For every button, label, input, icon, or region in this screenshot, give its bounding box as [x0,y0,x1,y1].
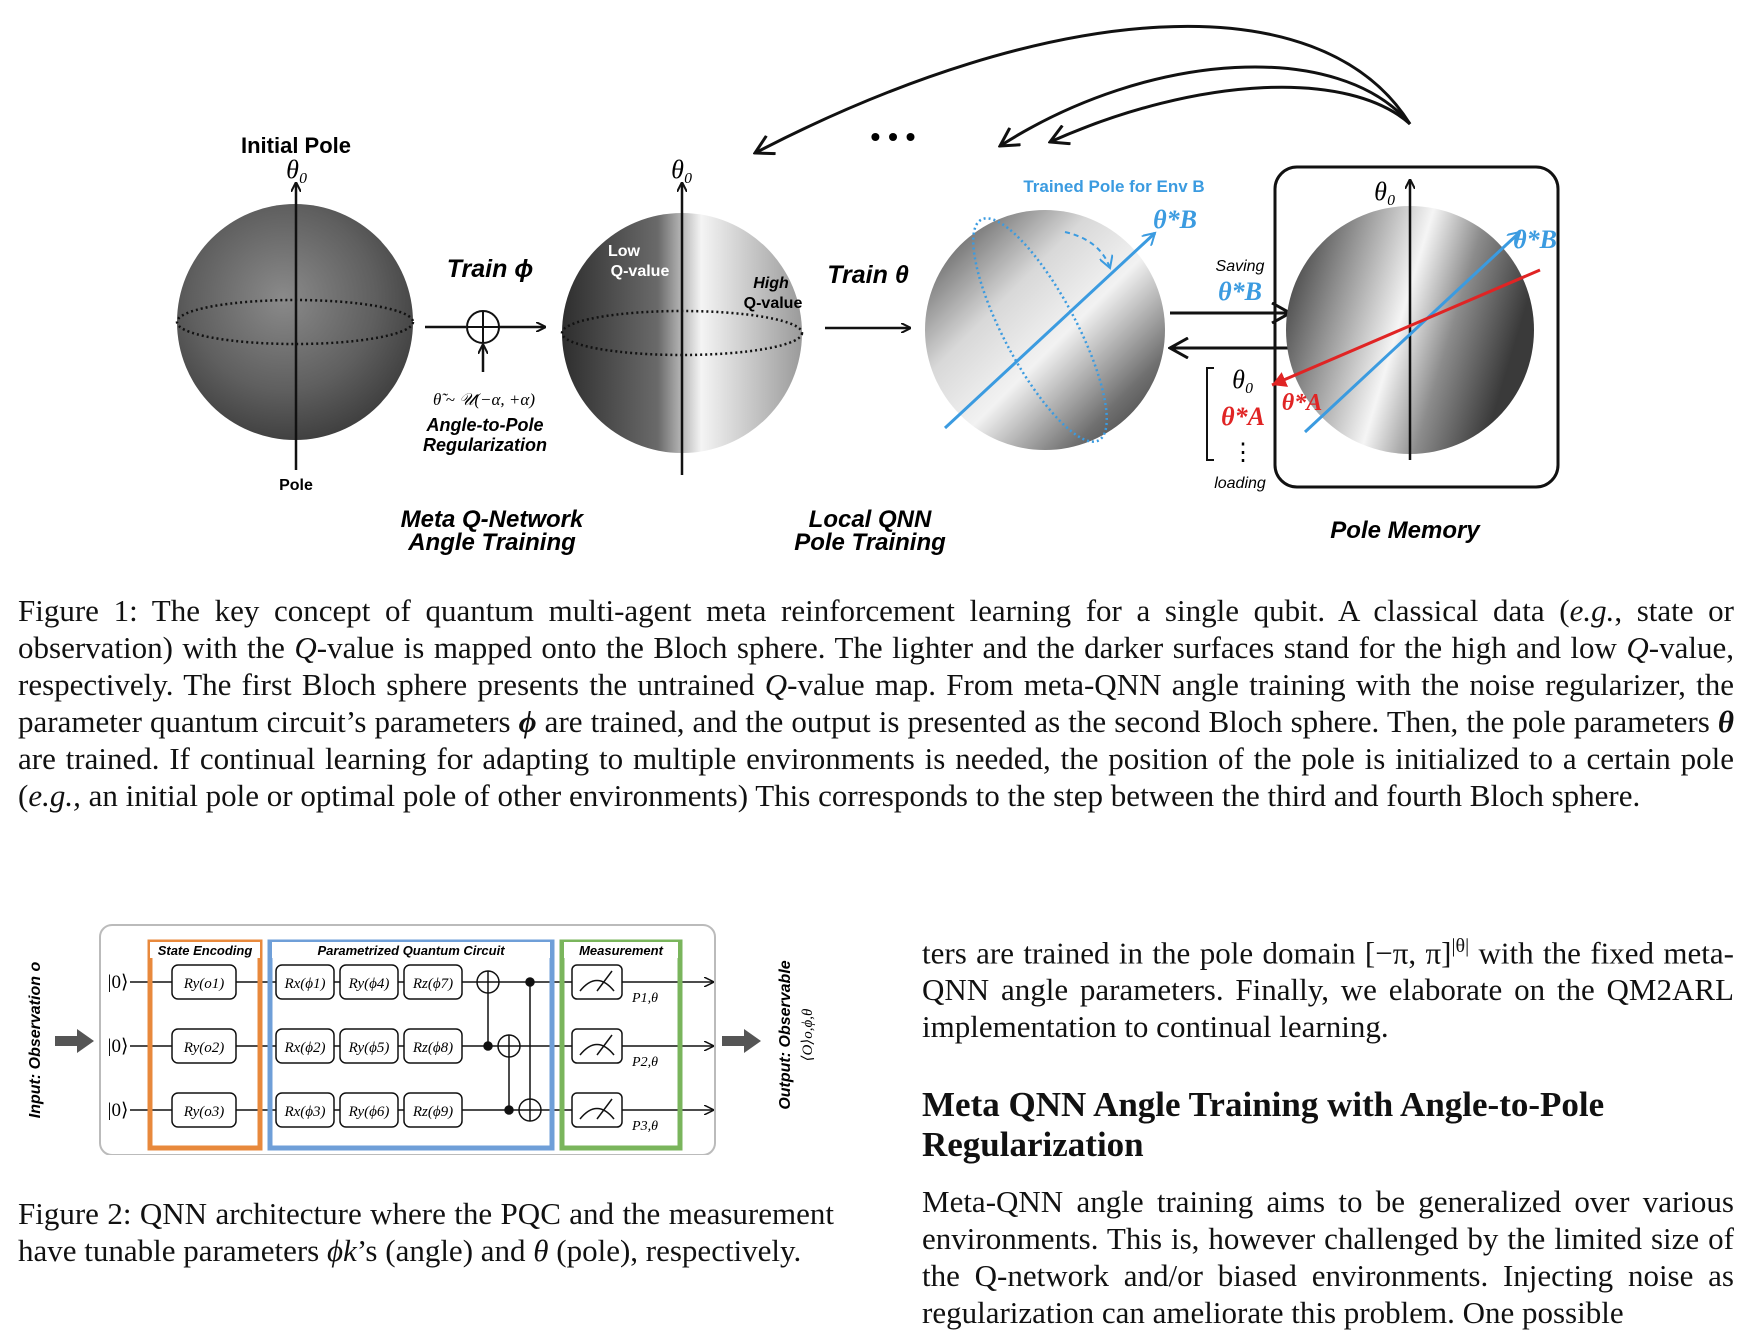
pqc-gate-1-1: Rx(ϕ1) [275,964,335,1000]
theta-b-star-2: θ*B [1218,277,1262,306]
pqc-gate-3-3-label: Rz(ϕ9) [412,1104,453,1120]
meter-icon-3: P3,θ [571,1092,658,1134]
ry-gates: Ry(o1) Ry(o2) Ry(o3) [171,964,237,1128]
meas-label-3: P3,θ [631,1119,658,1134]
vdots: ⋮ [1231,440,1255,466]
low-q-label-2: Q-value [611,263,670,280]
label-local-1: Local QNN [809,506,932,533]
theta0-memory: θ₀ [1374,177,1396,206]
label-local-2: Pole Training [794,529,946,556]
figure-2-caption: Figure 2: QNN architecture where the PQC… [18,1196,834,1268]
input-label: Input: Observation o [27,962,44,1119]
pqc-gates: Rx(ϕ1) Ry(ϕ4) Rz(ϕ7) Rx(ϕ2) Ry(ϕ5) Rz(ϕ8) Rx(ϕ… [275,964,463,1128]
angle-to-pole-label-2: Regularization [423,435,547,455]
pqc-gate-1-3: Rz(ϕ7) [403,964,463,1000]
pqc-gate-2-2: Ry(ϕ5) [339,1028,399,1064]
angle-to-pole-label-1: Angle-to-Pole [426,415,544,435]
meter-icon-2: P2,θ [571,1028,658,1070]
right-column: ters are trained in the pole domain [−π,… [922,928,1734,1331]
theta0-label-2: θ₀ [671,155,693,184]
loading-label: loading [1214,475,1266,492]
ry-gate-1-label: Ry(o1) [183,976,225,992]
theta0-label-1: θ₀ [286,155,308,184]
noise-distribution: θ̃ ~ 𝒰(−α, +α) [433,390,535,409]
input-arrow-icon [55,1029,94,1053]
figure-1-caption: Figure 1: The key concept of quantum mul… [18,593,1734,813]
theta0-loading: θ₀ [1232,365,1254,394]
initial-pole-label: Initial Pole [241,133,351,158]
pqc-gate-3-2: Ry(ϕ6) [339,1092,399,1128]
low-q-label-1: Low [608,243,641,260]
qnn-frame [99,924,716,1155]
ry-gate-3: Ry(o3) [171,1092,237,1128]
ry-gate-1: Ry(o1) [171,964,237,1000]
meter-icon-1: P1,θ [571,964,658,1006]
theta-b-star-1: θ*B [1153,205,1197,234]
theta-a-star-1: θ*A [1221,402,1265,431]
measurement-gates: P1,θP2,θP3,θ [571,964,658,1134]
measurement-label: Measurement [579,943,663,958]
meas-label-1: P1,θ [631,991,658,1006]
pqc-gate-2-1-label: Rx(ϕ2) [283,1040,325,1056]
pqc-gate-1-3-label: Rz(ϕ7) [412,976,453,992]
bloch-sphere-local-qnn [925,210,1165,450]
pqc-gate-2-3-label: Rz(ϕ8) [412,1040,453,1056]
ry-gate-3-label: Ry(o3) [183,1104,225,1120]
ket-0-2: |0⟩ [108,1036,129,1057]
train-phi-label: Train ϕ [447,255,534,283]
paragraph-1: ters are trained in the pole domain [−π,… [922,935,1734,1045]
pqc-gate-1-2-label: Ry(ϕ4) [348,976,390,992]
high-q-label-2: Q-value [744,295,803,312]
ry-gate-2-label: Ry(o2) [183,1040,225,1056]
output-label-2: ⟨O⟩o,ϕ,θ [800,1008,816,1061]
label-meta-1: Meta Q-Network [401,506,585,533]
train-theta-label: Train θ [827,261,909,289]
pqc-gate-1-2: Ry(ϕ4) [339,964,399,1000]
label-pole-memory: Pole Memory [1330,517,1481,544]
ry-gate-2: Ry(o2) [171,1028,237,1064]
figure-1: Initial Pole θ₀ Pole Train ϕ θ̃ ~ 𝒰(−α, … [175,24,1560,556]
ket-0-3: |0⟩ [108,1100,129,1121]
bloch-sphere-initial [175,183,415,470]
pqc-label: Parametrized Quantum Circuit [317,943,505,958]
ket-0-1: |0⟩ [108,972,129,993]
pqc-gate-2-1: Rx(ϕ2) [275,1028,335,1064]
paragraph-2: Meta-QNN angle training aims to be gener… [922,1184,1734,1331]
pole-memory-box [1273,165,1560,489]
pqc-gate-3-2-label: Ry(ϕ6) [348,1104,390,1120]
xor-plus-icon [466,310,500,344]
theta-b-star-memory: θ*B [1513,225,1557,254]
pqc-gate-2-2-label: Ry(ϕ5) [348,1040,390,1056]
output-arrow-icon [722,1029,761,1053]
saving-label: Saving [1216,258,1265,275]
figure-2: Input: Observation o |0⟩ |0⟩ |0⟩ State E… [27,924,816,1155]
bloch-sphere-pole-memory [1271,180,1541,460]
theta-a-star-memory: θ*A [1282,390,1322,416]
high-q-label-1: High [753,275,789,292]
label-meta-2: Angle Training [407,529,576,556]
pqc-gate-1-1-label: Rx(ϕ1) [283,976,325,992]
pqc-gate-3-1: Rx(ϕ3) [275,1092,335,1128]
pqc-gate-3-3: Rz(ϕ9) [403,1092,463,1128]
trained-pole-env-b: Trained Pole for Env B [1023,177,1204,196]
pqc-gate-2-3: Rz(ϕ8) [403,1028,463,1064]
output-label-1: Output: Observable [777,960,794,1109]
ellipsis-dots: • • • [871,121,916,152]
bloch-sphere-trained-angle [560,183,804,475]
cnot-gates [476,970,542,1122]
state-encoding-label: State Encoding [158,943,253,958]
meas-label-2: P2,θ [631,1055,658,1070]
feedback-arrows [755,24,1412,153]
pole-label: Pole [279,477,313,494]
section-title: Meta QNN Angle Training with Angle-to-Po… [922,1085,1605,1165]
pqc-gate-3-1-label: Rx(ϕ3) [283,1104,325,1120]
